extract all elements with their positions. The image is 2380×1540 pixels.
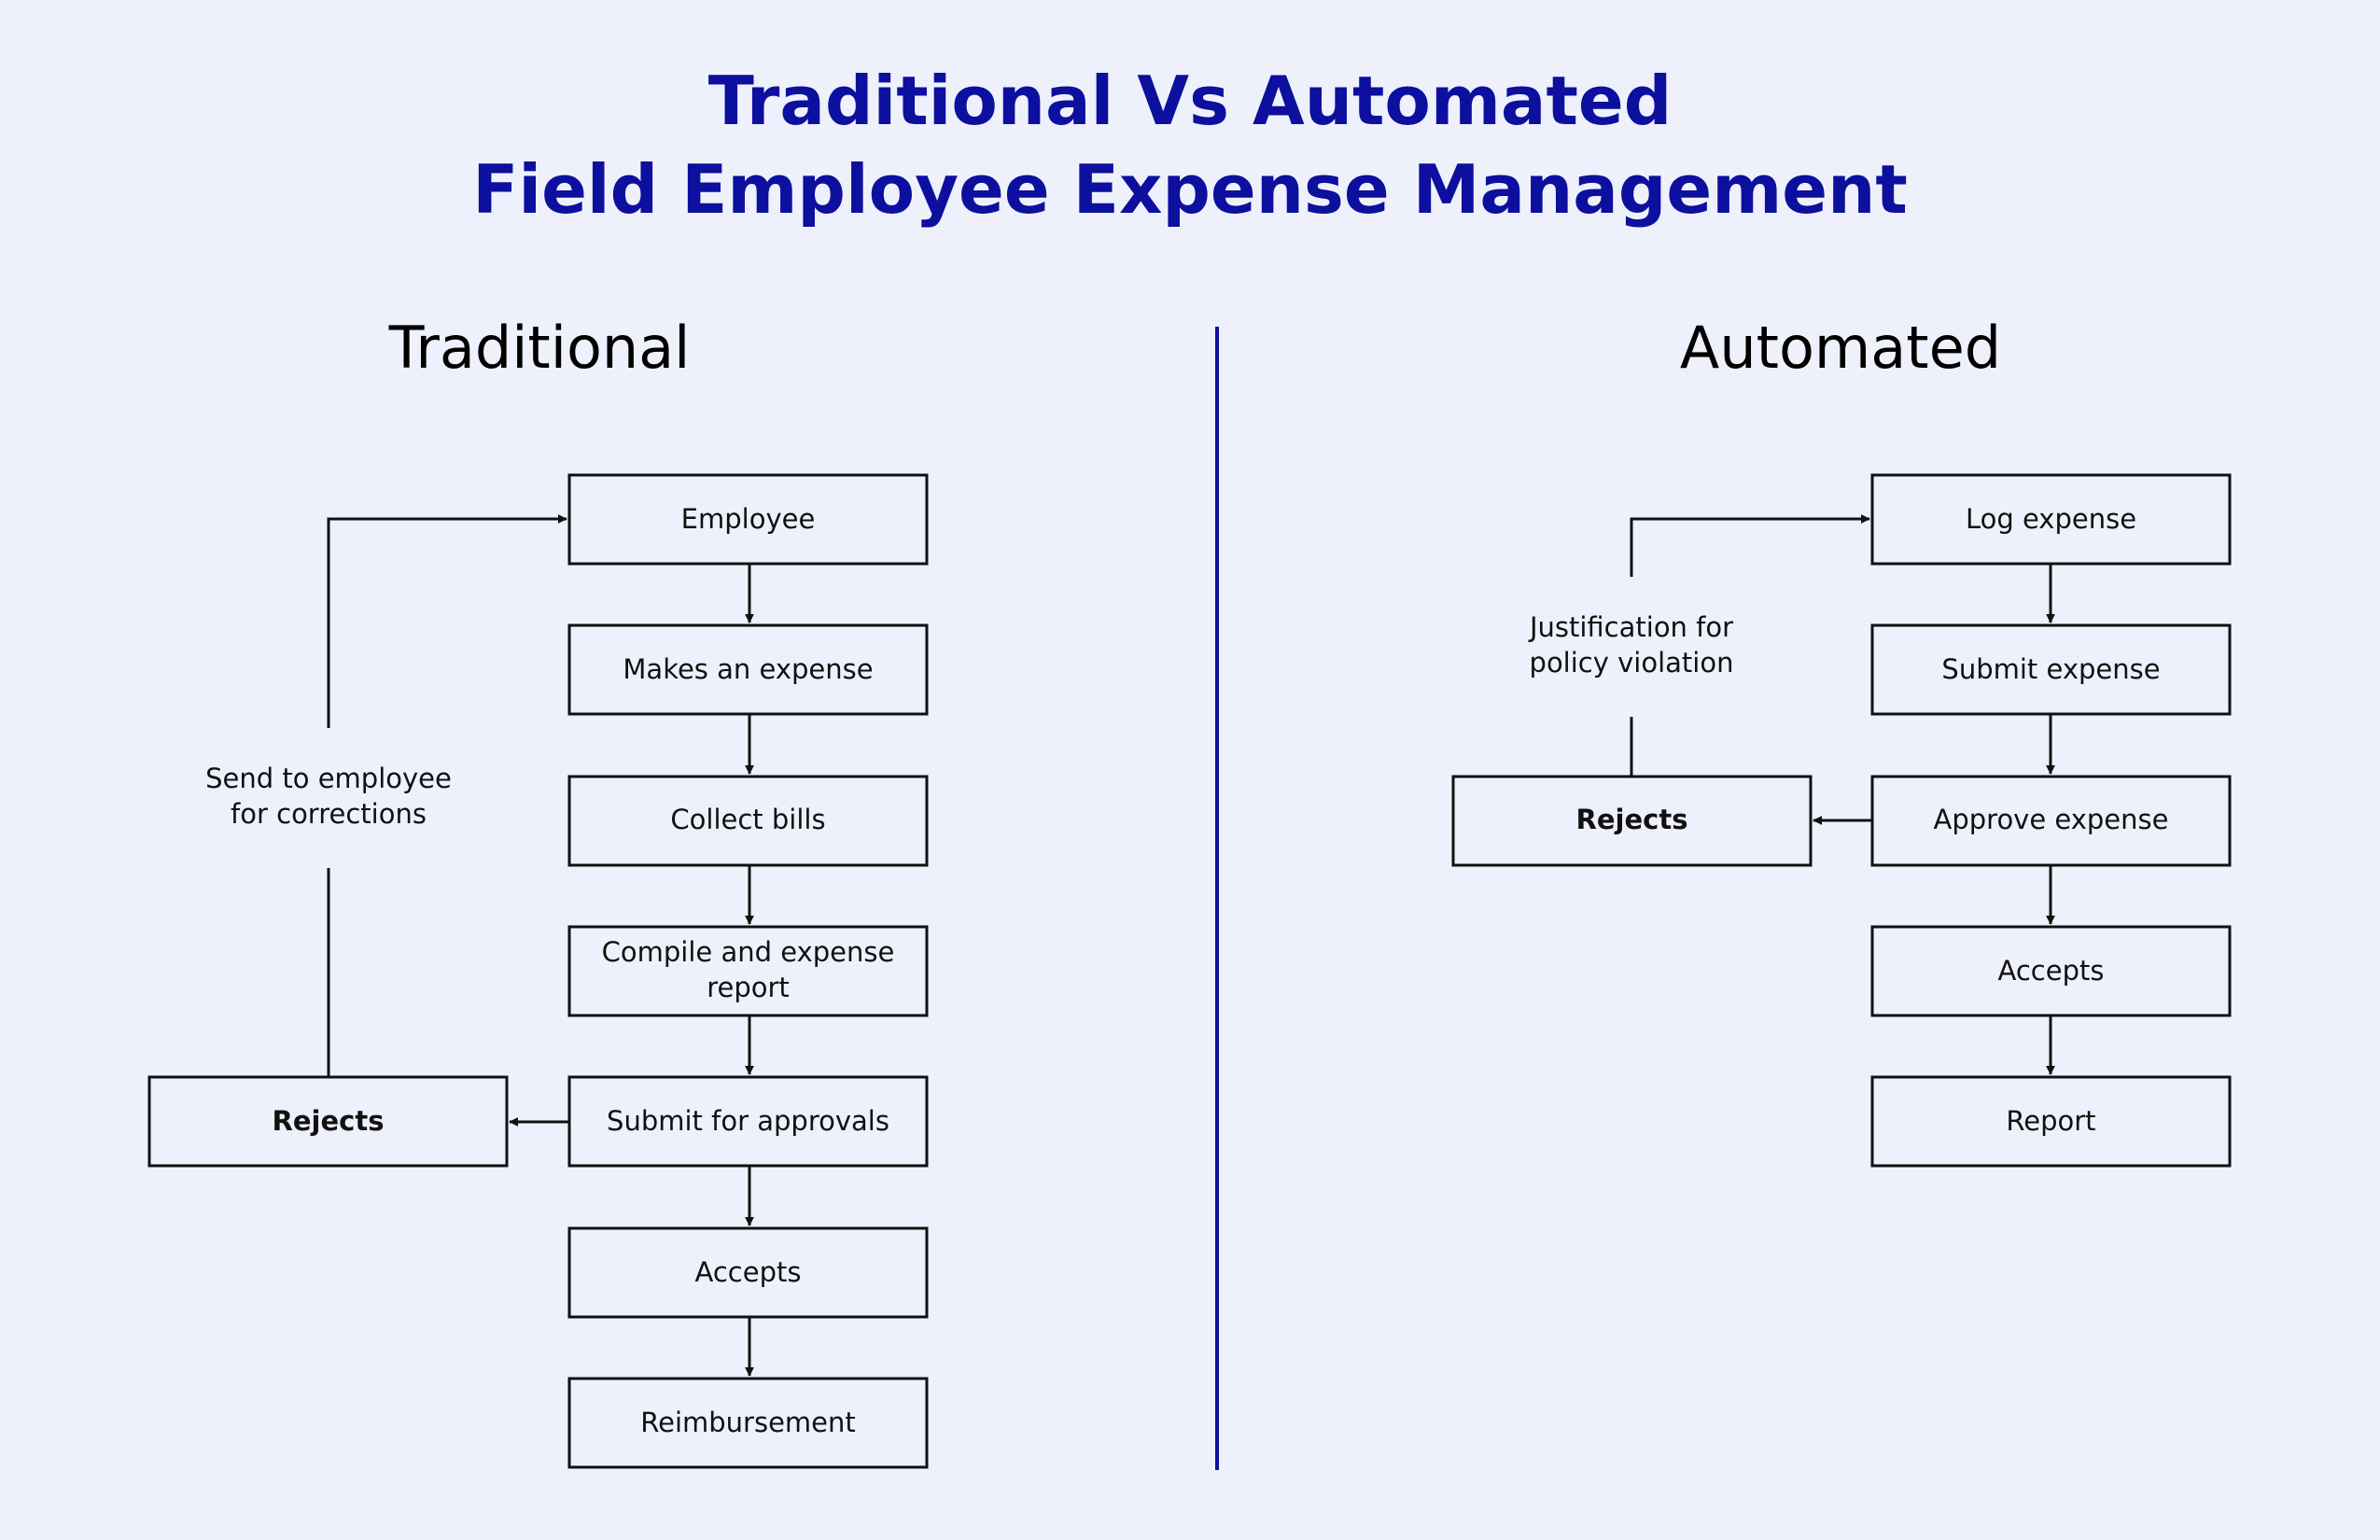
node-automated-rejects-box — [1451, 775, 1813, 867]
node-approve-expense: Approve expense — [1870, 775, 2232, 867]
node-reimbursement: Reimbursement — [567, 1377, 929, 1469]
node-collect-bills-label: Collect bills — [670, 804, 825, 835]
title-line-2: Field Employee Expense Management — [472, 150, 1908, 229]
node-makes-expense-label: Makes an expense — [623, 653, 873, 685]
node-compile-report-label-line2: report — [707, 972, 790, 1003]
node-report-box — [1870, 1075, 2232, 1168]
node-automated-accepts-label: Accepts — [1998, 955, 2105, 987]
node-makes-expense-box — [567, 623, 929, 716]
node-rejects-box — [147, 1075, 509, 1168]
node-submit-expense-label: Submit expense — [1941, 653, 2160, 685]
node-reimbursement-box — [567, 1377, 929, 1469]
node-report: Report — [1870, 1075, 2232, 1168]
node-submit-expense: Submit expense — [1870, 623, 2232, 716]
node-log-expense-box — [1870, 473, 2232, 566]
node-collect-bills: Collect bills — [567, 775, 929, 867]
node-accepts: Accepts — [567, 1226, 929, 1319]
loop-label-line1: Send to employee — [205, 763, 452, 794]
node-report-label: Report — [2006, 1105, 2095, 1137]
loop-label-line2: for corrections — [231, 798, 427, 830]
node-submit-approvals-label: Submit for approvals — [607, 1105, 889, 1137]
node-accepts-box — [567, 1226, 929, 1319]
automated-flow: Log expense Submit expense Approve expen… — [1451, 473, 2232, 1168]
automated-heading: Automated — [1680, 314, 2001, 382]
node-log-expense: Log expense — [1870, 473, 2232, 566]
traditional-flow: Employee Makes an expense Collect bills … — [147, 473, 929, 1469]
node-log-expense-label: Log expense — [1966, 503, 2136, 535]
automated-loop-arrow-to-log — [1630, 514, 1870, 577]
loop-arrow-to-employee — [327, 514, 567, 728]
node-compile-report-label-line1: Compile and expense — [602, 936, 895, 968]
node-submit-approvals: Submit for approvals — [567, 1075, 929, 1168]
node-approve-expense-label: Approve expense — [1934, 804, 2169, 835]
traditional-heading: Traditional — [388, 314, 691, 382]
node-automated-rejects: Rejects — [1451, 775, 1813, 867]
node-makes-expense: Makes an expense — [567, 623, 929, 716]
automated-loop-label-line1: Justification for — [1528, 611, 1733, 643]
node-compile-report: Compile and expense report — [567, 925, 929, 1017]
node-reimbursement-label: Reimbursement — [640, 1407, 856, 1438]
node-employee: Employee — [567, 473, 929, 566]
node-approve-expense-box — [1870, 775, 2232, 867]
node-employee-label: Employee — [681, 503, 816, 535]
node-rejects-label: Rejects — [273, 1105, 385, 1137]
node-rejects: Rejects — [147, 1075, 509, 1168]
node-automated-accepts: Accepts — [1870, 925, 2232, 1017]
automated-loop-label-line2: policy violation — [1530, 647, 1734, 679]
title-line-1: Traditional Vs Automated — [708, 62, 1673, 140]
node-compile-report-box — [567, 925, 929, 1017]
node-automated-accepts-box — [1870, 925, 2232, 1017]
node-accepts-label: Accepts — [695, 1256, 802, 1288]
node-automated-rejects-label: Rejects — [1576, 804, 1688, 835]
